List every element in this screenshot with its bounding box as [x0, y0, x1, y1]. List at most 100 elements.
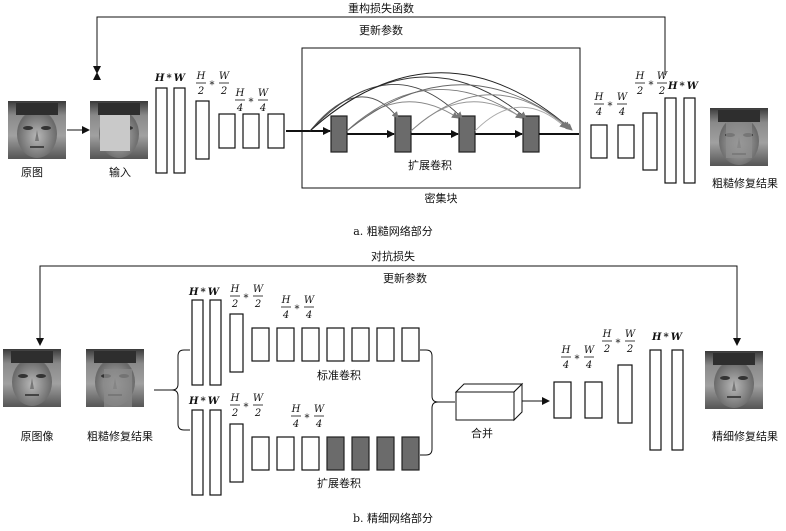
- svg-text:4: 4: [259, 103, 266, 114]
- conv-layer: [267, 113, 285, 149]
- original-face-image: [8, 101, 66, 159]
- deconv-layer: [553, 381, 572, 419]
- conv-layer: [229, 313, 244, 373]
- svg-text:W: W: [258, 88, 269, 99]
- svg-text:2: 2: [220, 86, 227, 97]
- deconv-layer: [617, 124, 635, 159]
- caption-a: a. 粗糙网络部分: [353, 224, 433, 238]
- original-label: 原图: [21, 166, 43, 179]
- svg-text:H: H: [281, 295, 291, 306]
- merge-label: 合并: [471, 426, 493, 440]
- deconv-layer: [664, 97, 677, 184]
- svg-text:4: 4: [292, 419, 299, 430]
- size-label-half: H 2 * W 2: [230, 284, 264, 310]
- conv-layer: [191, 409, 204, 496]
- conv-layer: [155, 87, 168, 174]
- conv-layer: [209, 409, 222, 496]
- svg-text:4: 4: [618, 107, 625, 118]
- svg-text:2: 2: [254, 408, 261, 419]
- conv-layer: [242, 113, 260, 149]
- adversarial-loss-label: 对抗损失: [371, 249, 415, 263]
- loss-label: 重构损失函数: [348, 1, 414, 15]
- size-label-hw: H*W: [154, 73, 187, 84]
- coarse-fill-region: [104, 369, 132, 407]
- size-label-hw: H*W: [188, 287, 221, 298]
- mask-region: [100, 115, 130, 151]
- caption-b: b. 精细网络部分: [353, 511, 433, 525]
- branch-line: [154, 349, 190, 391]
- dense-connections: [309, 72, 573, 132]
- standard-conv-layer: [301, 327, 320, 362]
- update-label: 更新参数: [359, 23, 403, 37]
- update-label: 更新参数: [383, 271, 427, 285]
- dilated-conv-layer: [394, 115, 412, 153]
- svg-text:2: 2: [197, 86, 204, 97]
- original-image-label: 原图像: [21, 430, 54, 443]
- deconv-layer: [683, 97, 696, 184]
- svg-text:2: 2: [626, 344, 633, 355]
- svg-text:*: *: [249, 97, 254, 108]
- dilated-conv-layer: [330, 115, 348, 153]
- svg-text:2: 2: [231, 299, 238, 310]
- svg-text:W: W: [314, 404, 325, 415]
- svg-text:H: H: [635, 71, 645, 82]
- svg-text:W: W: [253, 284, 264, 295]
- conv-layer: [229, 423, 244, 483]
- standard-conv-layer: [276, 327, 295, 362]
- conv-layer: [173, 87, 186, 174]
- input-label: 输入: [109, 165, 131, 179]
- merge-line: [420, 401, 439, 456]
- standard-conv-layer: [251, 327, 270, 362]
- coarse-network: 重构损失函数 更新参数 原图 输入 H*W H 2 * W 2: [8, 1, 778, 238]
- dilated-conv-label: 扩展卷积: [408, 158, 452, 172]
- refined-output-image: [705, 351, 763, 409]
- svg-text:*: *: [305, 413, 310, 424]
- svg-text:W: W: [657, 71, 668, 82]
- conv-layer: [195, 100, 210, 160]
- conv-layer: [209, 299, 222, 386]
- deconv-layer: [649, 349, 662, 451]
- size-label-quarter: H 4 * W 4: [235, 88, 269, 114]
- svg-text:H: H: [561, 345, 571, 356]
- dense-block-label: 密集块: [425, 191, 458, 205]
- size-label-hw: H*W: [188, 396, 221, 407]
- size-label-half: H 2 * W 2: [196, 71, 230, 97]
- original-face-image: [3, 349, 61, 407]
- svg-text:H: H: [602, 329, 612, 340]
- dilated-conv-layer: [522, 115, 540, 153]
- dilated-conv-layer: [351, 436, 370, 471]
- refined-output-label: 精细修复结果: [712, 429, 778, 443]
- deconv-layer: [671, 349, 684, 451]
- size-label-quarter: H 4 * W 4: [281, 295, 315, 321]
- standard-conv-layer: [276, 436, 295, 471]
- svg-text:W: W: [219, 71, 230, 82]
- size-label-hw: H*W: [667, 81, 700, 92]
- svg-text:*: *: [649, 80, 654, 91]
- dilated-conv-layer: [458, 115, 476, 153]
- svg-text:2: 2: [636, 86, 643, 97]
- svg-text:4: 4: [315, 419, 322, 430]
- svg-text:W: W: [625, 329, 636, 340]
- svg-text:H: H: [196, 71, 206, 82]
- conv-layer: [191, 299, 204, 386]
- svg-text:4: 4: [595, 107, 602, 118]
- standard-conv-layer: [301, 436, 320, 471]
- dilated-conv-layer: [326, 436, 345, 471]
- size-label-half: H 2 * W 2: [602, 329, 636, 355]
- conv-layer: [218, 113, 236, 149]
- svg-text:*: *: [295, 304, 300, 315]
- size-label-quarter: H 4 * W 4: [561, 345, 595, 371]
- size-label-quarter: H 4 * W 4: [291, 404, 325, 430]
- deconv-layer: [642, 112, 658, 171]
- branch-line: [154, 389, 190, 431]
- deconv-layer: [584, 381, 603, 419]
- svg-text:H: H: [291, 404, 301, 415]
- dilated-conv-layer: [376, 436, 395, 471]
- svg-text:H: H: [230, 284, 240, 295]
- svg-text:W: W: [617, 92, 628, 103]
- svg-text:2: 2: [231, 408, 238, 419]
- coarse-output-label: 粗糙修复结果: [712, 176, 778, 190]
- coarse-input-image: [86, 349, 144, 407]
- dilated-conv-layer: [401, 436, 420, 471]
